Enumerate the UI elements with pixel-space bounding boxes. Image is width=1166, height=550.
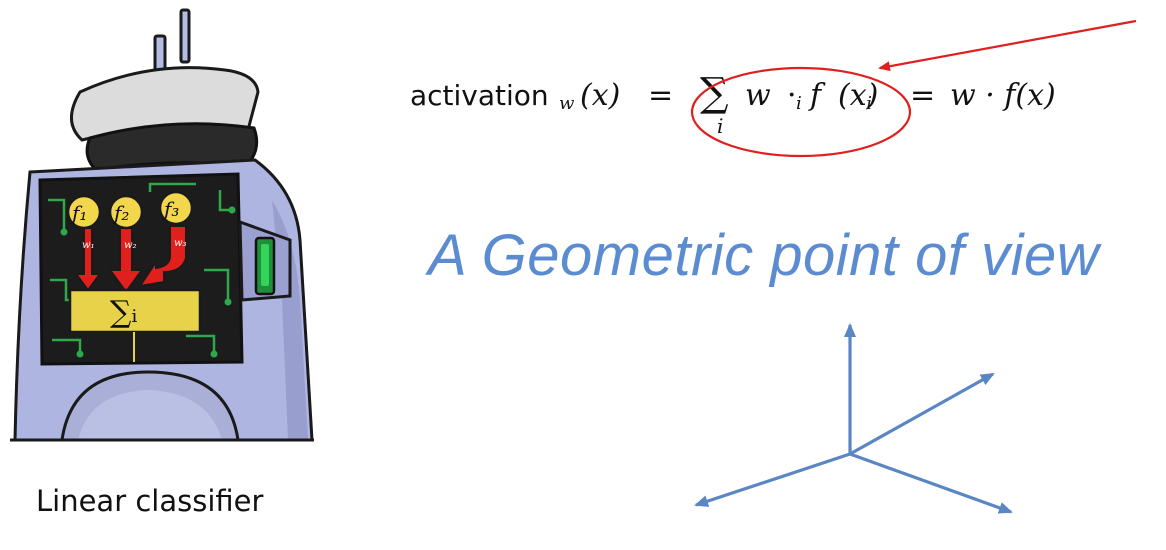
- robot-weight-arrows: [74, 225, 187, 294]
- formula-rhs: w · f(x): [950, 78, 1056, 113]
- formula-term-w: w: [745, 78, 771, 113]
- axis-lower-right: [849, 452, 1013, 514]
- robot-weight-label-1: w₁: [82, 240, 95, 251]
- robot-feature-bulbs: [66, 190, 194, 230]
- formula-term-f-subscript: i: [866, 93, 873, 114]
- headline: A Geometric point of view: [428, 223, 1100, 288]
- formula-dot: ·: [787, 78, 797, 113]
- annotation-arrow: [878, 19, 1137, 72]
- robot-sum-label: ∑ᵢ: [110, 295, 137, 330]
- robot-weight-label-2: w₂: [124, 240, 137, 251]
- axis-lower-left: [694, 452, 851, 507]
- formula-activation-word: activation: [410, 79, 549, 112]
- activation-formula: activation w (x) = ∑ i w i · f i (x) = w…: [410, 71, 1056, 142]
- robot-feature-label-3: f₃: [162, 197, 179, 221]
- robot-weight-label-3: w₃: [174, 238, 187, 249]
- formula-term-w-subscript: i: [795, 93, 802, 114]
- formula-equals-1: =: [648, 78, 674, 113]
- formula-equals-2: =: [910, 78, 936, 113]
- formula-argument: (x): [580, 78, 621, 113]
- robot-antenna-right: [179, 8, 191, 64]
- formula-activation-subscript: w: [559, 93, 575, 114]
- caption: Linear classifier: [36, 484, 264, 518]
- robot-hat: [70, 66, 260, 142]
- formula-term-f: f: [810, 78, 822, 113]
- highlight-ellipse: [690, 66, 912, 158]
- formula-sigma: ∑: [700, 70, 729, 116]
- formula-sigma-index: i: [717, 114, 724, 138]
- robot-circuit-traces: [48, 182, 232, 352]
- formula-term-f-argument: (x): [838, 78, 879, 113]
- robot-feature-label-1: f₁: [70, 201, 87, 225]
- robot-feature-label-2: f₂: [112, 201, 129, 225]
- axis-upper-right: [849, 372, 995, 456]
